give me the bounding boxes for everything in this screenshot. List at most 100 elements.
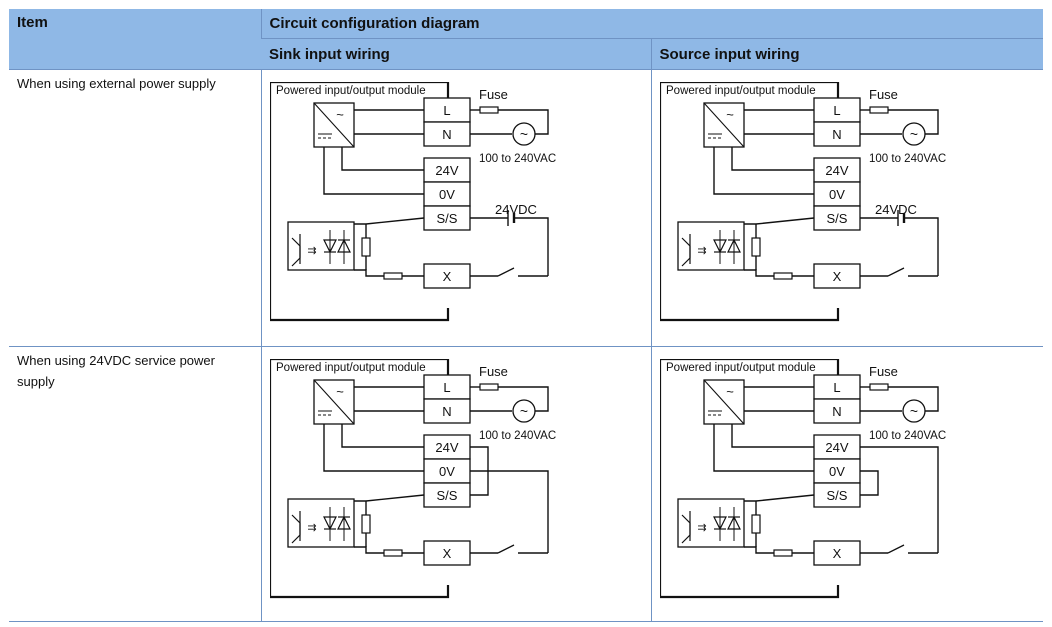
wire-0v-switch [469, 470, 549, 553]
source-header: Source input wiring [650, 38, 1044, 70]
fuse-label: Fuse [869, 364, 898, 379]
terminal-x-box [812, 540, 861, 566]
fuse-icon [478, 383, 499, 391]
terminal-x-label: X [832, 269, 841, 284]
terminal-24v-label: 24V [435, 163, 458, 178]
terminal-l-label: L [833, 380, 840, 395]
terminal-ss-label: S/S [436, 488, 457, 503]
fuse-label: Fuse [869, 87, 898, 102]
ac-symbol: ~ [726, 384, 734, 399]
circuit-diagram: Powered input/output module~LN24V0VS/SXF… [269, 82, 556, 322]
fuse-icon [868, 383, 889, 391]
terminal-24v-box [812, 157, 861, 183]
module-outline [659, 82, 839, 322]
photocoupler-icon [676, 221, 745, 271]
circuit-diagram: Powered input/output module~LN24V0VS/SXF… [659, 359, 946, 599]
wire-0v [322, 147, 424, 195]
ac-voltage-label: 100 to 240VAC [479, 430, 556, 442]
switch-icon [887, 544, 904, 554]
phototransistor-icon [291, 237, 301, 267]
fuse-icon [868, 106, 889, 114]
fuse-label: Fuse [479, 87, 508, 102]
wire [903, 217, 939, 276]
resistor-icon [360, 514, 371, 534]
circuit-config-table: Item Circuit configuration diagram Sink … [9, 9, 1044, 622]
module-outline [269, 82, 449, 322]
circuit-diagram: Powered input/output module~LN24V0VS/SXF… [269, 359, 556, 599]
terminal-24v-label: 24V [825, 440, 848, 455]
wire [743, 269, 774, 277]
resistor-icon [360, 237, 371, 257]
ac-source-icon [511, 122, 536, 146]
light-arrow-icon: ⇉ [307, 522, 316, 534]
row-label-service: When using 24VDC service power supply [9, 346, 261, 622]
ac-symbol: ~ [336, 107, 344, 122]
converter-diagonal [313, 379, 354, 425]
ac-source-symbol: ~ [519, 126, 527, 142]
ac-source-icon [901, 122, 926, 146]
terminal-x-label: X [442, 546, 451, 561]
row-label-external: When using external power supply [9, 69, 261, 347]
photocoupler-icon [286, 221, 355, 271]
input-resistor-icon [772, 272, 793, 280]
light-arrow-icon: ⇉ [697, 522, 706, 534]
fuse-label: Fuse [479, 364, 508, 379]
wire-ss-internal [353, 217, 424, 225]
item-header-label: Item [17, 14, 48, 31]
terminal-n-box [812, 398, 861, 424]
terminal-l-box [422, 374, 471, 400]
phototransistor-icon [291, 514, 301, 544]
module-label: Powered input/output module [666, 362, 816, 374]
wire [353, 546, 384, 554]
ac-source-symbol: ~ [519, 403, 527, 419]
converter-diagonal [703, 102, 744, 148]
ac-source-icon [901, 399, 926, 423]
terminal-x-label: X [832, 546, 841, 561]
ac-source-symbol: ~ [909, 126, 917, 142]
wire-24v-switch [859, 446, 939, 553]
wire-0v [712, 424, 814, 472]
sink-header: Sink input wiring [261, 38, 651, 70]
photocoupler-icon [676, 498, 745, 548]
terminal-n-label: N [832, 404, 841, 419]
terminal-x-label: X [442, 269, 451, 284]
circuit-header: Circuit configuration diagram [260, 9, 1044, 39]
wire [497, 109, 549, 135]
terminal-x-box [812, 263, 861, 289]
wire-24v [730, 147, 814, 171]
photocoupler-icon [286, 498, 355, 548]
module-label: Powered input/output module [666, 85, 816, 97]
resistor-icon [750, 237, 761, 257]
ac-voltage-label: 100 to 240VAC [869, 430, 946, 442]
terminal-n-box [422, 398, 471, 424]
wire [497, 386, 549, 412]
wire-ss-internal [353, 494, 424, 502]
terminal-ss-label: S/S [436, 211, 457, 226]
terminal-0v-label: 0V [829, 464, 845, 479]
wire-0v [322, 424, 424, 472]
wire-24v [340, 424, 424, 448]
terminal-0v-label: 0V [439, 187, 455, 202]
circuit-diagram: Powered input/output module~LN24V0VS/SXF… [659, 82, 946, 322]
terminal-n-label: N [442, 404, 451, 419]
module-outline [659, 359, 839, 599]
dc-voltage-label: 24VDC [875, 202, 917, 217]
dc-voltage-label: 24VDC [495, 202, 537, 217]
wire-0v-ss [859, 470, 879, 496]
fuse-icon [478, 106, 499, 114]
ac-voltage-label: 100 to 240VAC [869, 153, 946, 165]
module-outline [269, 359, 449, 599]
wire-ss-internal [743, 494, 814, 502]
ac-symbol: ~ [726, 107, 734, 122]
wire-24v [730, 424, 814, 448]
terminal-l-label: L [443, 380, 450, 395]
wire-0v [712, 147, 814, 195]
ac-symbol: ~ [336, 384, 344, 399]
input-resistor-icon [382, 272, 403, 280]
wire [513, 217, 549, 276]
terminal-0v-label: 0V [829, 187, 845, 202]
